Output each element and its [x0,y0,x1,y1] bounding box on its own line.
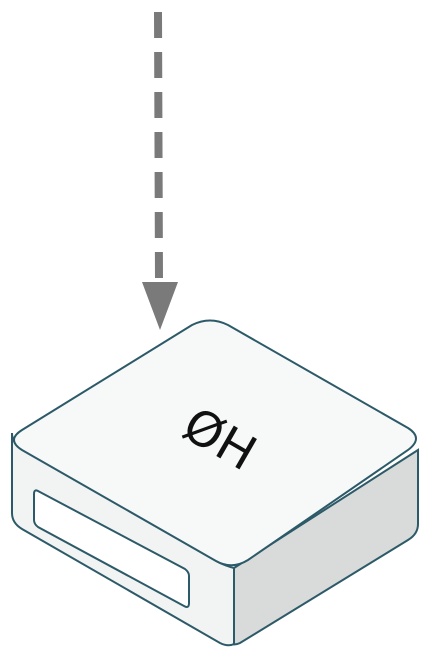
arrow-head [142,282,178,330]
device-port [33,489,190,608]
device-top-face [13,319,417,567]
network-device: ØH [11,319,419,647]
dashed-arrow [142,11,178,330]
arrow-shaft [154,11,163,283]
